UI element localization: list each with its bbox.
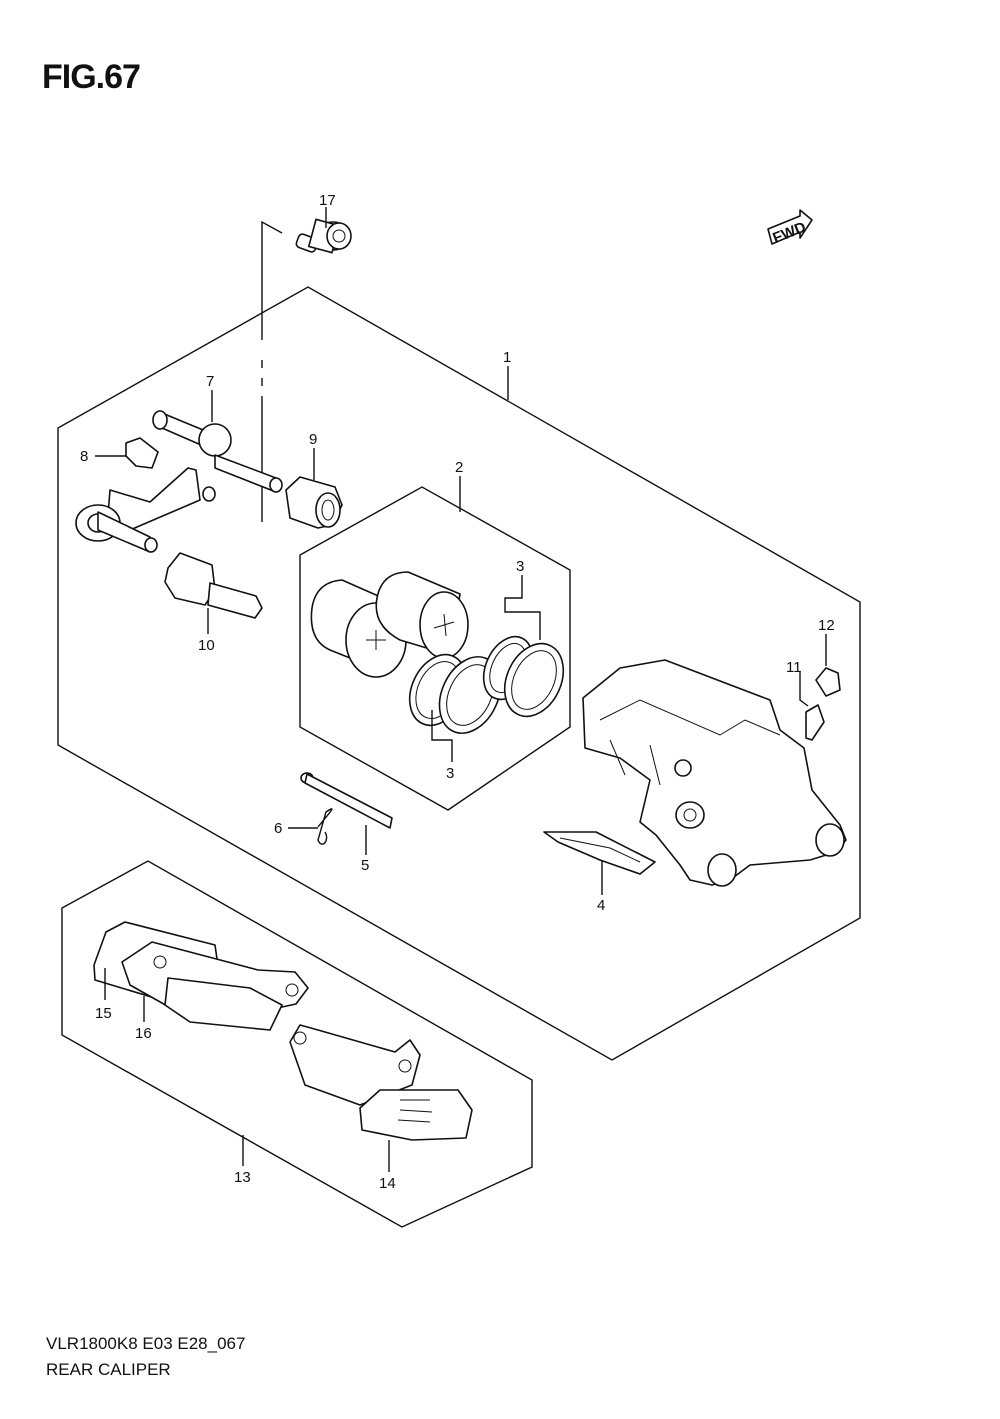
callout-10: 10 <box>198 637 215 654</box>
bleeder-cap-12 <box>815 667 841 697</box>
brake-pad-inner <box>164 977 283 1031</box>
clip-8 <box>125 437 159 469</box>
callout-7: 7 <box>206 373 214 390</box>
piston-seals-3 <box>408 635 565 734</box>
callout-1: 1 <box>503 349 511 366</box>
callout-5: 5 <box>361 857 369 874</box>
piston-2 <box>310 571 469 678</box>
callout-15: 15 <box>95 1005 112 1022</box>
callout-13: 13 <box>234 1169 251 1186</box>
shim-14 <box>359 1089 473 1141</box>
callout-17: 17 <box>319 192 336 209</box>
caliper-body <box>582 659 847 887</box>
callout-8: 8 <box>80 448 88 465</box>
callout-3-upper: 3 <box>516 558 524 575</box>
pad-pin-5 <box>300 772 393 829</box>
forward-direction-arrow: FWD <box>767 209 813 248</box>
assembly-outline-caliper <box>57 286 861 1061</box>
boot-10 <box>164 552 263 619</box>
assembly-outline-pad-set <box>61 860 533 1228</box>
pad-clip-6 <box>317 808 333 845</box>
callout-6: 6 <box>274 820 282 837</box>
bolt-17 <box>295 218 352 254</box>
figure-title: FIG.67 <box>42 58 141 96</box>
bleeder-valve-11 <box>805 704 825 741</box>
callout-16: 16 <box>135 1025 152 1042</box>
fwd-label: FWD <box>770 219 808 248</box>
caliper-bracket-pin-7 <box>75 410 283 553</box>
leader-lines <box>95 207 827 1172</box>
callout-12: 12 <box>818 617 835 634</box>
callout-9: 9 <box>309 431 317 448</box>
callout-11: 11 <box>786 659 802 676</box>
callout-14: 14 <box>379 1175 396 1192</box>
brake-pad-outer <box>289 1024 421 1106</box>
bolt-reference-line <box>261 220 283 340</box>
pad-spring-4 <box>543 831 656 875</box>
callout-2: 2 <box>455 459 463 476</box>
boot-9 <box>285 476 343 529</box>
callout-3-lower: 3 <box>446 765 454 782</box>
callout-4: 4 <box>597 897 605 914</box>
model-code: VLR1800K8 E03 E28_067 <box>46 1334 246 1353</box>
figure-name: REAR CALIPER <box>46 1360 171 1379</box>
assembly-outline-piston-set <box>299 486 571 811</box>
